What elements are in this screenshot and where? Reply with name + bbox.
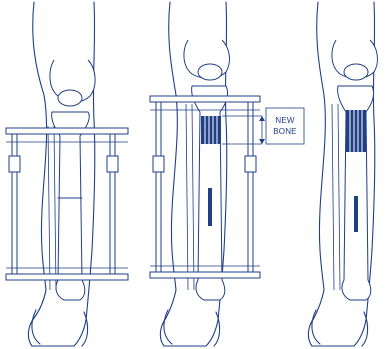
left-foot [32,310,88,346]
right-new-bone [346,110,366,152]
right-foot [312,310,368,346]
left-fixator-top-ring [6,128,128,134]
left-fixator-rod-inner [110,134,115,274]
right-patella [344,64,368,80]
left-leg [6,2,128,346]
middle-fibula [186,104,194,290]
right-implant-rod [354,196,358,232]
middle-fixator-rod-inner [248,102,253,272]
right-leg [308,2,377,346]
left-rod-nut-2 [107,156,118,172]
middle-fixator-top-ring [150,96,260,102]
left-tibia [52,112,90,300]
middle-leg: NEW BONE [150,2,304,346]
middle-fixator-bottom-ring [150,272,260,278]
middle-rod-nut-2 [245,156,256,172]
left-patella [58,90,82,106]
middle-rod-nut-1 [153,156,164,172]
middle-foot [164,310,220,346]
new-bone-label-box [266,108,304,144]
new-bone-label-line1: NEW [275,116,295,125]
measure-arrow-up [259,116,265,121]
middle-fixator-rod-outer [156,102,161,272]
left-fibula [48,126,56,290]
measure-arrow-down [259,139,265,144]
left-fixator-rod-outer [12,134,17,274]
middle-new-bone-block [201,116,221,144]
middle-patella [198,64,222,80]
left-fixator-bottom-ring [6,274,128,280]
middle-implant-rod [208,188,212,226]
right-fibula [332,104,340,290]
middle-new-bone [201,116,221,144]
right-new-bone-block [346,110,366,152]
new-bone-label-line2: BONE [273,127,296,136]
left-rod-nut-1 [9,156,20,172]
